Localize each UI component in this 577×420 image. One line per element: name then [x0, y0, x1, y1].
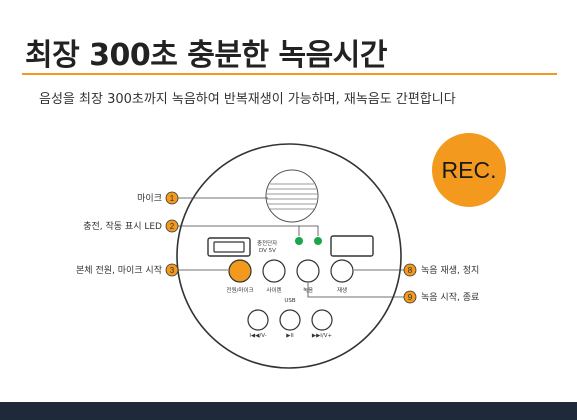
callout-8-label: 녹음 재생, 정지: [421, 265, 479, 276]
callout-2-marker: [165, 219, 179, 233]
device-body: [176, 143, 402, 369]
play-pause-button[interactable]: [279, 309, 301, 331]
page-subtitle: 음성을 최장 300초까지 녹음하여 반복재생이 가능하며, 재녹음도 간편합니…: [39, 92, 456, 107]
callout-9-marker: [403, 290, 417, 304]
siren-button[interactable]: [262, 259, 286, 283]
power-mic-label: 전원/마이크: [226, 286, 253, 294]
prev-volume-down-label: I◀◀/V-: [249, 333, 266, 339]
power-mic-button[interactable]: [228, 259, 252, 283]
prev-volume-down-button[interactable]: [247, 309, 269, 331]
next-volume-up-label: ▶▶I/V+: [312, 333, 333, 339]
status-led: [314, 237, 322, 245]
footer-bar: [0, 402, 577, 420]
title-underline: [22, 73, 557, 75]
next-volume-up-button[interactable]: [311, 309, 333, 331]
play-label: 재생: [337, 286, 347, 294]
callout-9-label: 녹음 시작, 종료: [421, 292, 479, 303]
callout-9-number: 9: [408, 293, 413, 302]
charge-port-label: 충전단자: [257, 239, 277, 247]
microphone-grille: [265, 169, 319, 223]
siren-label: 사이렌: [266, 286, 281, 294]
play-button[interactable]: [330, 259, 354, 283]
page-title: 최장 300초 충분한 녹음시간: [25, 38, 387, 73]
callout-2-number: 2: [170, 222, 175, 231]
callout-1-number: 1: [170, 194, 175, 203]
callout-1-marker: [165, 191, 179, 205]
play-pause-label: ▶II: [286, 333, 294, 339]
callout-3-number: 3: [170, 266, 175, 275]
record-button[interactable]: [296, 259, 320, 283]
callout-3-marker: [165, 263, 179, 277]
callout-8-number: 8: [408, 266, 413, 275]
usb-label: USB: [284, 298, 296, 304]
callout-3-label: 본체 전원, 마이크 시작: [76, 265, 162, 276]
usb-port: [330, 235, 374, 257]
callout-1-label: 마이크: [137, 193, 162, 204]
callout-8-marker: [403, 263, 417, 277]
callout-2-label: 충전, 작동 표시 LED: [83, 221, 162, 232]
rec-badge: REC.: [432, 133, 506, 207]
charge-led: [295, 237, 303, 245]
charge-port-voltage: DV 5V: [259, 248, 276, 254]
